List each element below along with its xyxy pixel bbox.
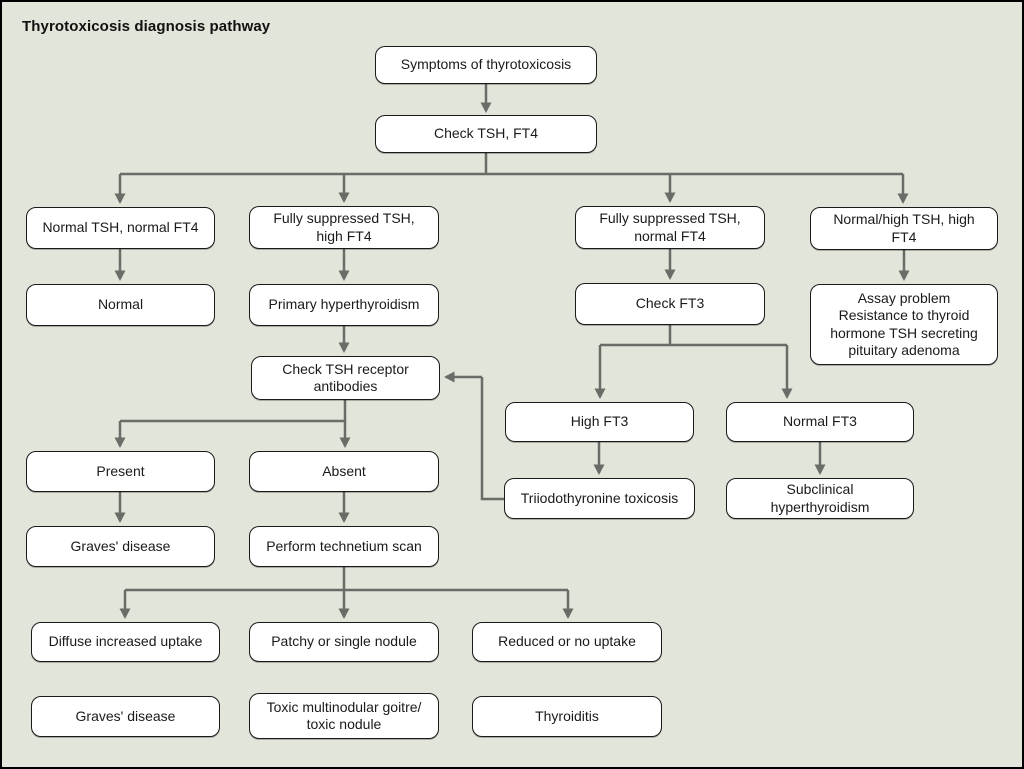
node-patchy-or-single-nodule: Patchy or single nodule — [249, 622, 439, 662]
node-thyroiditis: Thyroiditis — [472, 696, 662, 737]
node-normal: Normal — [26, 284, 215, 326]
node-check-tsh-ft4: Check TSH, FT4 — [375, 115, 597, 153]
edge-split-technetium — [125, 567, 568, 592]
diagram-title: Thyrotoxicosis diagnosis pathway — [22, 18, 271, 35]
node-toxic-multinodular-goitre: Toxic multinodular goitre/ toxic nodule — [249, 693, 439, 739]
node-triiodothyronine-toxicosis: Triiodothyronine toxicosis — [504, 478, 695, 519]
edge-distributor-top — [120, 153, 903, 176]
node-absent: Absent — [249, 451, 439, 492]
node-graves-disease: Graves' disease — [26, 526, 215, 567]
node-diffuse-increased-uptake: Diffuse increased uptake — [31, 622, 220, 662]
node-assay-problem: Assay problem Resistance to thyroid horm… — [810, 284, 998, 365]
edge-feedback-elbow — [480, 377, 504, 501]
node-graves-disease-scan: Graves' disease — [31, 696, 220, 737]
edge-split-trab — [120, 400, 347, 423]
node-primary-hyperthyroidism: Primary hyperthyroidism — [249, 284, 439, 326]
node-symptoms: Symptoms of thyrotoxicosis — [375, 46, 597, 84]
node-present: Present — [26, 451, 215, 492]
node-fully-suppressed-tsh-high-ft4: Fully suppressed TSH, high FT4 — [249, 206, 439, 249]
node-subclinical-hyperthyroidism: Subclinical hyperthyroidism — [726, 478, 914, 519]
node-high-ft3: High FT3 — [505, 402, 694, 442]
node-check-tsh-receptor-antibodies: Check TSH receptor antibodies — [251, 356, 440, 400]
node-normal-ft3: Normal FT3 — [726, 402, 914, 442]
node-reduced-or-no-uptake: Reduced or no uptake — [472, 622, 662, 662]
node-normal-high-tsh-high-ft4: Normal/high TSH, high FT4 — [810, 207, 998, 250]
node-normal-tsh-normal-ft4: Normal TSH, normal FT4 — [26, 207, 215, 249]
node-perform-technetium-scan: Perform technetium scan — [249, 526, 439, 567]
edge-split-ft3 — [600, 325, 787, 347]
node-fully-suppressed-tsh-normal-ft4: Fully suppressed TSH, normal FT4 — [575, 206, 765, 249]
node-check-ft3: Check FT3 — [575, 283, 765, 325]
